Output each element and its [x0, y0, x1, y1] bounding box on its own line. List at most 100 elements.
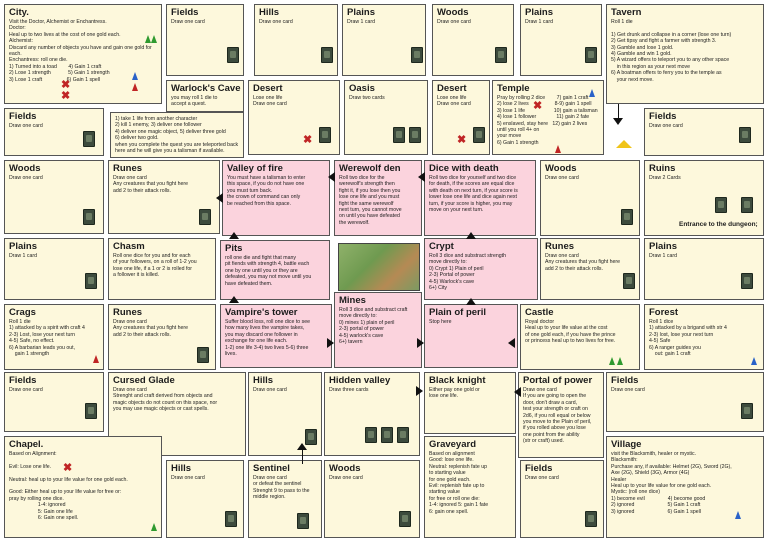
- square-title: Plains: [525, 7, 553, 18]
- red-pawn-icon: [132, 83, 138, 91]
- square-chapel[interactable]: Chapel. Based on Alignment: Evil: Lose o…: [4, 436, 162, 538]
- square-title: Plains: [347, 7, 375, 18]
- square-title: Portal of power: [523, 375, 593, 386]
- square-runes[interactable]: Runes Draw one card Any creatures that y…: [108, 304, 216, 370]
- card-icon: [739, 127, 751, 143]
- square-runes[interactable]: Runes Draw one card Any creatures that y…: [540, 238, 640, 300]
- green-pawn-icon: [151, 523, 157, 531]
- card-icon: [741, 197, 753, 213]
- square-title: Tavern: [611, 7, 642, 18]
- card-icon: [393, 127, 405, 143]
- square-title: Oasis: [349, 83, 375, 94]
- square-title: Plains: [649, 241, 677, 252]
- square-black-knight[interactable]: Black knight Either pay one gold or lose…: [424, 372, 516, 434]
- square-text: Draw three cards: [329, 387, 369, 393]
- square-ruins[interactable]: Ruins Draw 2 Cards Entrance to the dunge…: [644, 160, 764, 236]
- card-icon: [621, 209, 633, 225]
- blue-pawn-icon: [751, 357, 757, 365]
- square-title: Vampire's tower: [225, 307, 298, 318]
- square-text: Draw 1 card: [649, 253, 677, 259]
- square-plain-of-peril[interactable]: Plain of peril Stop here: [424, 304, 518, 368]
- square-text: Royal doctor Heal up to your life value …: [525, 319, 616, 345]
- card-icon: [495, 47, 507, 63]
- cross-icon: ✖: [457, 134, 467, 146]
- square-crags[interactable]: Crags Roll 1 die 1) attacked by a spirit…: [4, 304, 104, 370]
- square-plains[interactable]: Plains Draw 1 card: [4, 238, 104, 300]
- square-text: Draw one card Any creatures that you fig…: [545, 253, 620, 272]
- square-fields[interactable]: Fields Draw one card: [520, 460, 604, 538]
- square-fields[interactable]: Fields Draw one card: [166, 4, 244, 76]
- square-text: Pray by rolling 2 dice 7) gain 1 craft 2…: [497, 95, 598, 146]
- square-title: Hills: [253, 375, 274, 386]
- up-arrow-icon: [466, 298, 476, 305]
- square-woods[interactable]: Woods Draw one card: [432, 4, 514, 76]
- square-mines[interactable]: Mines Roll 3 dice and substract craft mo…: [334, 292, 422, 368]
- square-warlocks-cave[interactable]: Warlock's Cave you may roll 1 die to acc…: [166, 80, 244, 112]
- square-sentinel[interactable]: Sentinel Draw one card or defeat the sen…: [248, 460, 322, 538]
- card-icon: [227, 47, 239, 63]
- square-fields[interactable]: Fields Draw one card: [4, 372, 104, 432]
- square-oasis[interactable]: Oasis Draw two cards: [344, 80, 428, 155]
- square-crypt[interactable]: Crypt Roll 3 dice and substract strength…: [424, 238, 538, 300]
- square-hills[interactable]: Hills Draw one card: [248, 372, 322, 456]
- green-pawn-icon: [609, 357, 615, 365]
- square-fields[interactable]: Fields Draw one card: [4, 108, 104, 156]
- square-pits[interactable]: Pits roll one die and fight that many pi…: [220, 240, 330, 300]
- square-title: Village: [611, 439, 642, 450]
- square-fields[interactable]: Fields Draw one card: [644, 108, 764, 156]
- blue-pawn-icon: [589, 89, 595, 97]
- square-title: Temple: [497, 83, 530, 94]
- square-desert[interactable]: Desert Lose one life Draw one card ✖: [248, 80, 340, 155]
- card-icon: [85, 403, 97, 419]
- square-runes[interactable]: Runes Draw one card Any creatures that y…: [108, 160, 220, 234]
- square-castle[interactable]: Castle Royal doctor Heal up to your life…: [520, 304, 640, 370]
- blue-pawn-icon: [735, 511, 741, 519]
- square-title: Woods: [9, 163, 41, 174]
- square-vampires-tower[interactable]: Vampire's tower Suffer blood loss, roll …: [220, 304, 332, 368]
- square-village[interactable]: Village visit the Blacksmith, healer or …: [606, 436, 764, 538]
- square-title: Runes: [113, 307, 143, 318]
- square-title: Runes: [113, 163, 143, 174]
- cross-icon: ✖: [303, 134, 313, 146]
- square-forest[interactable]: Forest Roll 1 dice 1) attacked by a brig…: [644, 304, 764, 370]
- square-tavern[interactable]: Tavern Roll 1 die 1) Get drunk and colla…: [606, 4, 764, 104]
- square-text: you may roll 1 die to accept a quest.: [171, 95, 218, 108]
- square-title: Fields: [9, 111, 37, 122]
- crown-of-command-map: [338, 243, 420, 291]
- square-hidden-valley[interactable]: Hidden valley Draw three cards: [324, 372, 420, 456]
- square-plains[interactable]: Plains Draw 1 card: [644, 238, 764, 300]
- square-title: Hills: [259, 7, 280, 18]
- square-portal-of-power[interactable]: Portal of power Draw one card If you are…: [518, 372, 604, 458]
- square-fields[interactable]: Fields Draw one card: [606, 372, 764, 432]
- square-graveyard[interactable]: Graveyard Based on alignment Good: lose …: [424, 436, 516, 538]
- square-desert[interactable]: Desert Lose one life Draw one card ✖: [432, 80, 490, 155]
- square-valley-of-fire[interactable]: Valley of fire You must have a talisman …: [222, 160, 330, 236]
- square-woods[interactable]: Woods Draw one card: [540, 160, 640, 236]
- card-icon: [199, 209, 211, 225]
- square-text: Draw two cards: [349, 95, 385, 101]
- square-chasm[interactable]: Chasm Roll one dice for you and for each…: [108, 238, 216, 300]
- square-plains[interactable]: Plains Draw 1 card: [342, 4, 426, 76]
- square-dice-with-death[interactable]: Dice with death Roll two dice for yourse…: [424, 160, 536, 236]
- card-icon: [409, 127, 421, 143]
- square-plains[interactable]: Plains Draw 1 card: [520, 4, 602, 76]
- green-pawn-icon: [145, 35, 151, 43]
- square-title: Mines: [339, 295, 366, 306]
- square-title: Valley of fire: [227, 163, 283, 174]
- square-temple[interactable]: Temple Pray by rolling 2 dice 7) gain 1 …: [492, 80, 604, 155]
- square-title: Sentinel: [253, 463, 290, 474]
- square-city[interactable]: City. Visit the Doctor, Alchemist or Enc…: [4, 4, 162, 104]
- square-title: City.: [9, 7, 29, 18]
- square-werewolf-den[interactable]: Werewolf den Roll two dice for the werew…: [334, 160, 422, 236]
- blue-pawn-icon: [132, 72, 138, 80]
- square-text: Draw one card: [171, 19, 205, 25]
- square-text: Draw one card: [171, 475, 205, 481]
- green-pawn-icon: [617, 357, 623, 365]
- square-hills[interactable]: Hills Draw one card: [254, 4, 338, 76]
- square-title: Graveyard: [429, 439, 477, 450]
- square-text: Lose one life Draw one card: [437, 95, 471, 108]
- square-woods[interactable]: Woods Draw one card: [4, 160, 104, 234]
- square-woods[interactable]: Woods Draw one card: [324, 460, 420, 538]
- square-hills[interactable]: Hills Draw one card: [166, 460, 244, 538]
